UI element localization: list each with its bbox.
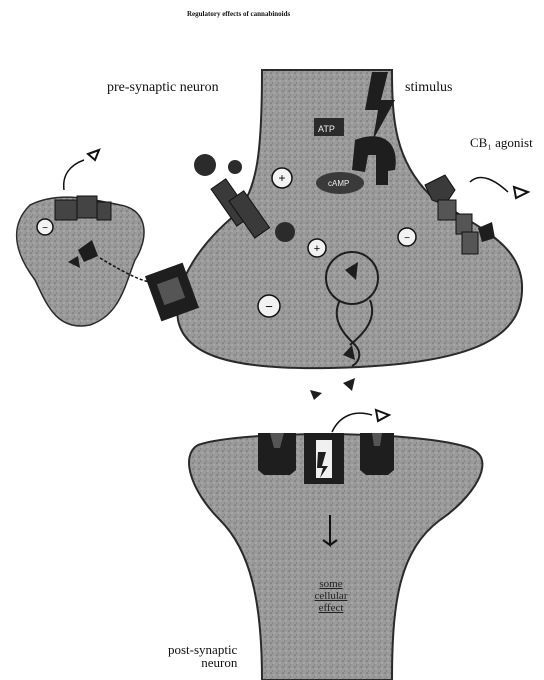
- released-ligand-1: [310, 390, 322, 400]
- ion-plus-1: +: [272, 168, 292, 188]
- atp-label: ATP: [318, 124, 335, 134]
- post-synaptic-label: post-synaptic neuron: [168, 643, 237, 669]
- effect-line-2: cellular: [296, 590, 366, 602]
- post-synaptic-line-2: neuron: [168, 656, 237, 669]
- svg-text:−: −: [265, 299, 273, 314]
- ion-right: −: [398, 228, 416, 246]
- pre-synaptic-label: pre-synaptic neuron: [107, 80, 219, 96]
- glial-ligand: [88, 150, 99, 160]
- agonist-arrow: [470, 177, 508, 192]
- ion-minus: −: [258, 295, 280, 317]
- post-receptor-center: [304, 433, 344, 484]
- post-receptor-right: [360, 433, 394, 475]
- ion-glial: −: [37, 219, 53, 235]
- released-ligand-2: [343, 378, 355, 391]
- cellular-effect-label: some cellular effect: [296, 578, 366, 614]
- glial-arrow: [64, 160, 84, 190]
- stimulus-label: stimulus: [405, 80, 452, 96]
- released-ligand-3: [376, 410, 389, 421]
- cb1-agonist-ligand: [514, 187, 528, 198]
- post-receptor-left: [258, 433, 296, 475]
- cb1-agonist-label: CB₁ agonist: [470, 135, 533, 151]
- svg-text:−: −: [404, 233, 410, 244]
- ion-plus-2: +: [308, 239, 326, 257]
- figure-title: Regulatory effects of cannabinoids: [187, 10, 290, 18]
- effect-line-1: some: [296, 578, 366, 590]
- effect-line-3: effect: [296, 602, 366, 614]
- svg-text:−: −: [42, 223, 48, 234]
- ligand-binding-arrow: [332, 413, 372, 432]
- camp-label: cAMP: [328, 179, 349, 188]
- svg-text:+: +: [314, 243, 320, 255]
- svg-text:+: +: [278, 171, 285, 185]
